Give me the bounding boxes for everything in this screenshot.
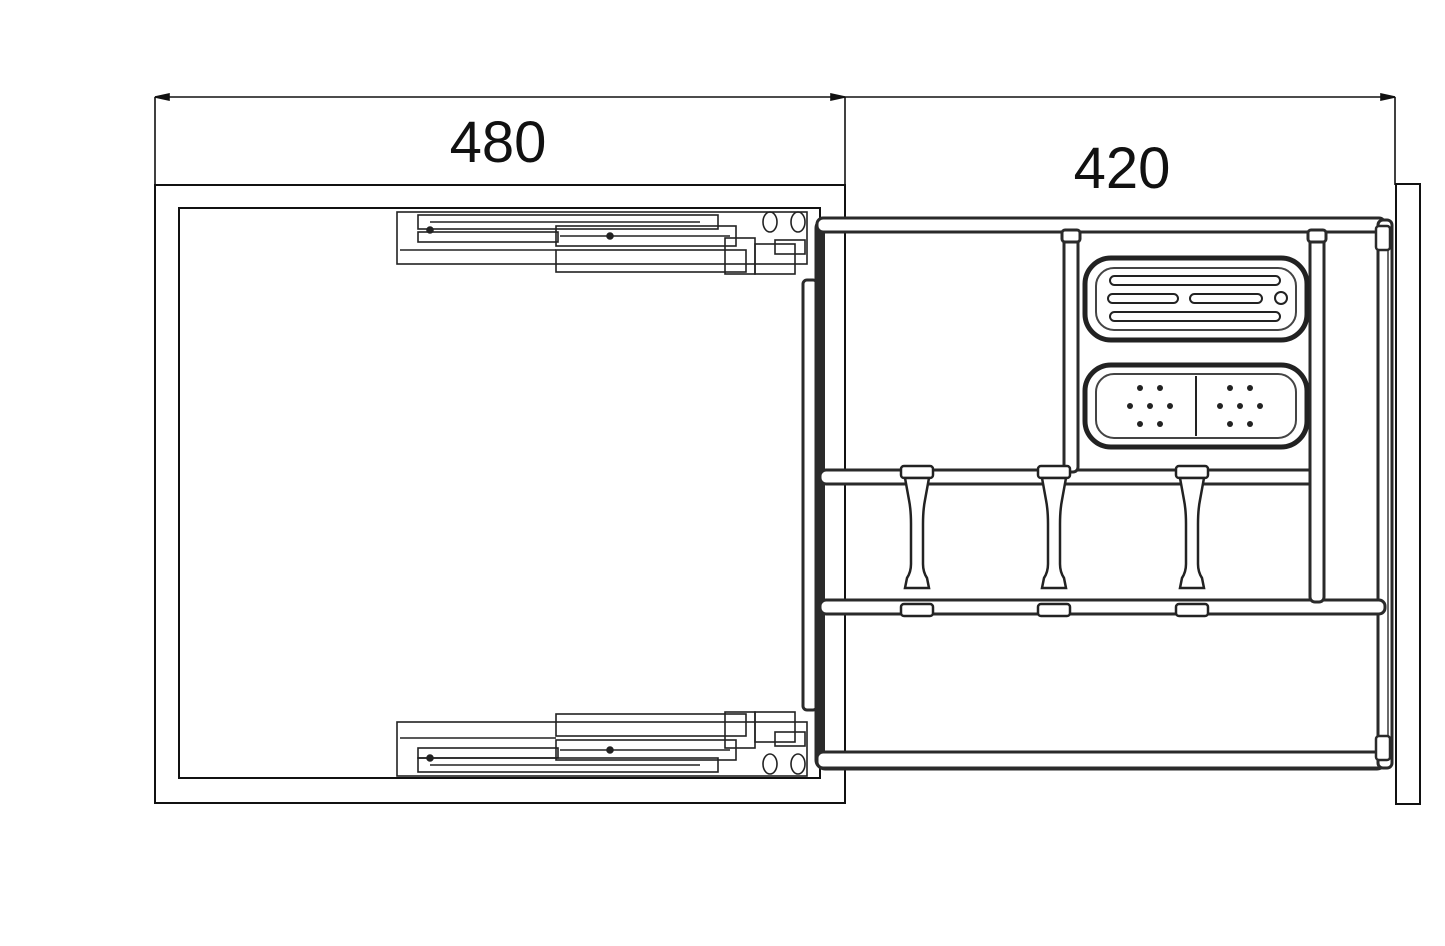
dimension-label-420: 420	[1074, 136, 1171, 201]
front-brackets	[1374, 224, 1392, 762]
drawer-front-panel	[1395, 183, 1421, 805]
utensil-holder-2	[1036, 464, 1072, 618]
cabinet-outline	[154, 184, 846, 804]
bottom-runner-rail	[396, 711, 808, 777]
dimension-420	[845, 93, 1396, 185]
utensil-holder-3	[1174, 464, 1210, 618]
board-holder-dotted	[1082, 362, 1310, 450]
dimension-label-480: 480	[450, 110, 547, 175]
basket-crossbars	[818, 468, 1387, 616]
top-runner-rail	[396, 211, 808, 275]
board-holder-grooved	[1082, 255, 1310, 343]
utensil-holder-1	[899, 464, 935, 618]
basket-frame	[801, 216, 1394, 771]
